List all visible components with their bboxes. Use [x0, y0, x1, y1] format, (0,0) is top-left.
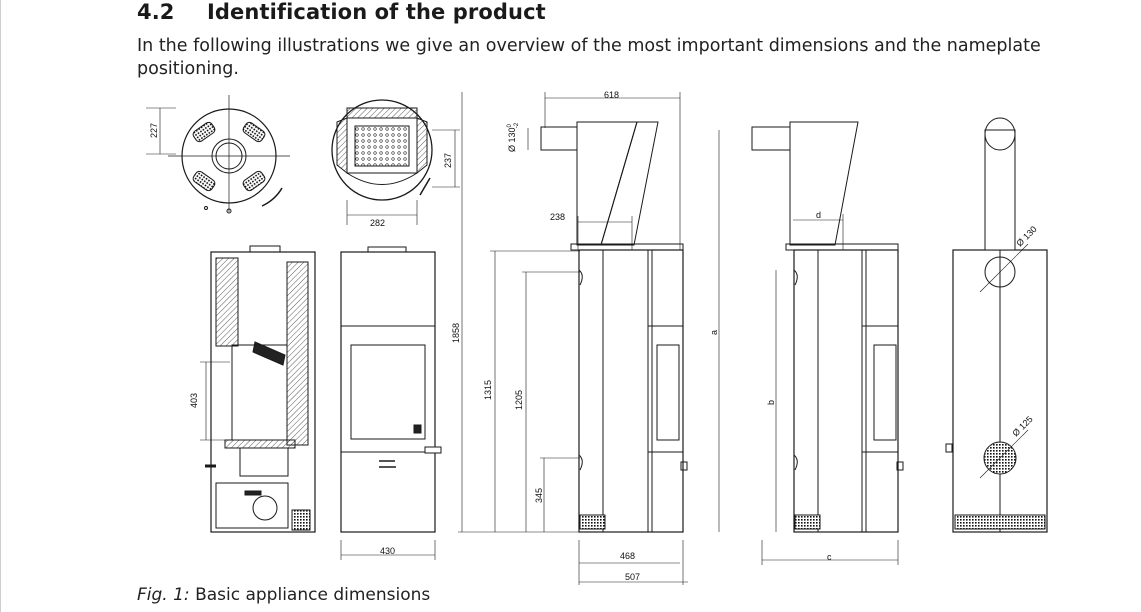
- dim-468: 468: [620, 551, 635, 561]
- dim-1858: 1858: [451, 323, 461, 343]
- dim-label-c: c: [827, 552, 832, 562]
- dim-1205: 1205: [514, 390, 524, 410]
- dim-flue-diameter: Ø 1300-2: [507, 122, 520, 152]
- dim-label-b: b: [766, 400, 776, 405]
- dim-345: 345: [534, 488, 544, 503]
- dim-238: 238: [550, 212, 565, 222]
- top-view-round: [146, 95, 290, 214]
- dim-flue-tolerance-upper: 0: [507, 123, 513, 127]
- page-edge-rule: [0, 0, 1, 612]
- stove-rear-view: [945, 117, 1048, 533]
- dim-flue-tolerance-lower: -2: [514, 122, 520, 128]
- section-heading: 4.2 Identification of the product: [137, 0, 546, 24]
- section-number: 4.2: [137, 0, 175, 24]
- figure-caption-prefix: Fig. 1:: [137, 585, 190, 605]
- stove-side-view-letters: [718, 121, 904, 565]
- intro-paragraph: In the following illustrations we give a…: [137, 36, 1041, 79]
- dim-label-d: d: [816, 210, 821, 220]
- stove-side-view-flue: [458, 92, 688, 585]
- top-view-section: [331, 99, 460, 225]
- section-title: Identification of the product: [207, 0, 546, 24]
- dim-flue-diameter-value: Ø 130: [507, 127, 517, 152]
- dim-air-inlet-125: Ø 125: [1010, 414, 1034, 438]
- figure-caption-text: Basic appliance dimensions: [195, 585, 431, 605]
- dim-507: 507: [625, 572, 640, 582]
- dim-403: 403: [189, 393, 199, 408]
- dim-618: 618: [604, 90, 619, 100]
- dim-label-a: a: [709, 330, 719, 335]
- dim-227: 227: [149, 123, 159, 138]
- dim-1315: 1315: [483, 380, 493, 400]
- dim-430: 430: [380, 546, 395, 556]
- figure-caption: Fig. 1: Basic appliance dimensions: [137, 585, 430, 605]
- dim-outlet-130: Ø 130: [1014, 224, 1038, 248]
- stove-section-view: [200, 245, 316, 533]
- dim-237: 237: [443, 153, 453, 168]
- dim-282: 282: [370, 218, 385, 228]
- stove-front-view: [340, 246, 442, 560]
